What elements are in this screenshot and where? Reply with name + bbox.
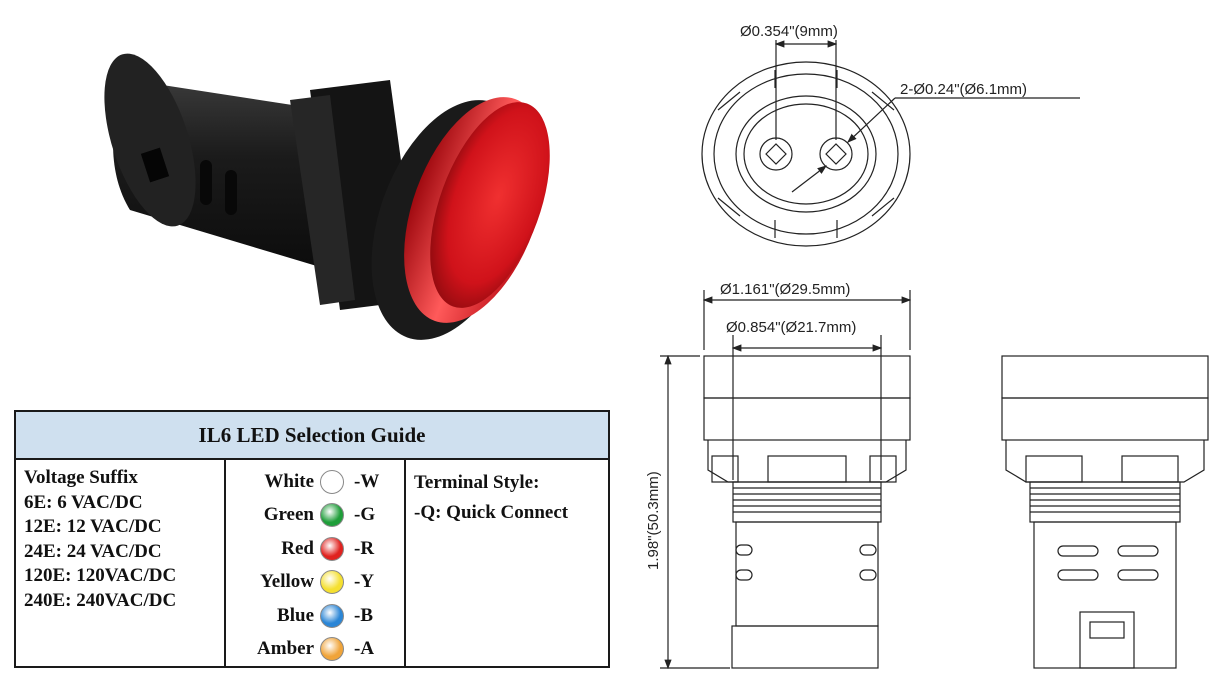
led-color-row: White -W (226, 465, 404, 499)
led-dot-icon (320, 469, 344, 494)
voltage-column: Voltage Suffix 6E: 6 VAC/DC 12E: 12 VAC/… (16, 460, 226, 668)
color-name: White (264, 470, 314, 492)
technical-drawing: Ø0.354"(9mm) 2-Ø0.24"(Ø6.1mm) Ø1.161"(Ø2… (645, 23, 1209, 670)
product-photo (104, 53, 550, 340)
led-dot-icon (320, 603, 344, 628)
voltage-item: 6E: 6 VAC/DC (24, 491, 143, 513)
color-name: Amber (257, 638, 314, 660)
color-suffix: -R (354, 537, 375, 559)
color-name: Green (263, 504, 314, 526)
terminal-header: Terminal Style: (414, 472, 540, 493)
side-view (1001, 355, 1209, 669)
dim-outer-diameter: Ø1.161"(Ø29.5mm) (720, 281, 850, 298)
color-suffix: -G (354, 504, 376, 526)
color-name: Red (281, 537, 314, 559)
color-suffix: -Y (354, 571, 375, 593)
selection-guide-table: IL6 LED Selection Guide Voltage Suffix 6… (14, 410, 610, 668)
voltage-item: 240E: 240VAC/DC (24, 589, 177, 611)
voltage-item: 24E: 24 VAC/DC (24, 540, 162, 562)
voltage-item: 12E: 12 VAC/DC (24, 516, 162, 537)
guide-title: IL6 LED Selection Guide (16, 412, 608, 460)
color-suffix: -A (354, 638, 375, 660)
led-color-row: Green -G (226, 499, 404, 533)
red-lens (371, 97, 550, 340)
dim-body-diameter: Ø0.854"(Ø21.7mm) (726, 319, 856, 336)
dim-terminal-hole: 2-Ø0.24"(Ø6.1mm) (900, 81, 1027, 98)
led-dot-icon (320, 536, 344, 561)
terminal-option: -Q: Quick Connect (414, 502, 569, 523)
dim-terminal-spacing: Ø0.354"(9mm) (740, 23, 838, 40)
color-column: White -W Green -G Red -R Yellow -Y Blue (226, 460, 406, 668)
led-color-row: Yellow -Y (226, 566, 404, 600)
led-dot-icon (320, 637, 344, 662)
front-view (660, 290, 912, 670)
led-color-row: Amber -A (226, 633, 404, 667)
color-name: Blue (277, 604, 314, 626)
color-suffix: -W (354, 470, 380, 492)
led-dot-icon (320, 503, 344, 528)
voltage-item: 120E: 120VAC/DC (24, 565, 177, 586)
led-color-row: Red -R (226, 532, 404, 566)
led-color-row: Blue -B (226, 599, 404, 633)
voltage-header: Voltage Suffix (24, 467, 138, 488)
color-suffix: -B (354, 604, 373, 626)
top-view (701, 40, 1080, 247)
led-dot-icon (320, 570, 344, 595)
color-name: Yellow (260, 571, 314, 593)
terminal-column: Terminal Style: -Q: Quick Connect (406, 460, 608, 668)
dim-height: 1.98"(50.3mm) (645, 471, 662, 570)
